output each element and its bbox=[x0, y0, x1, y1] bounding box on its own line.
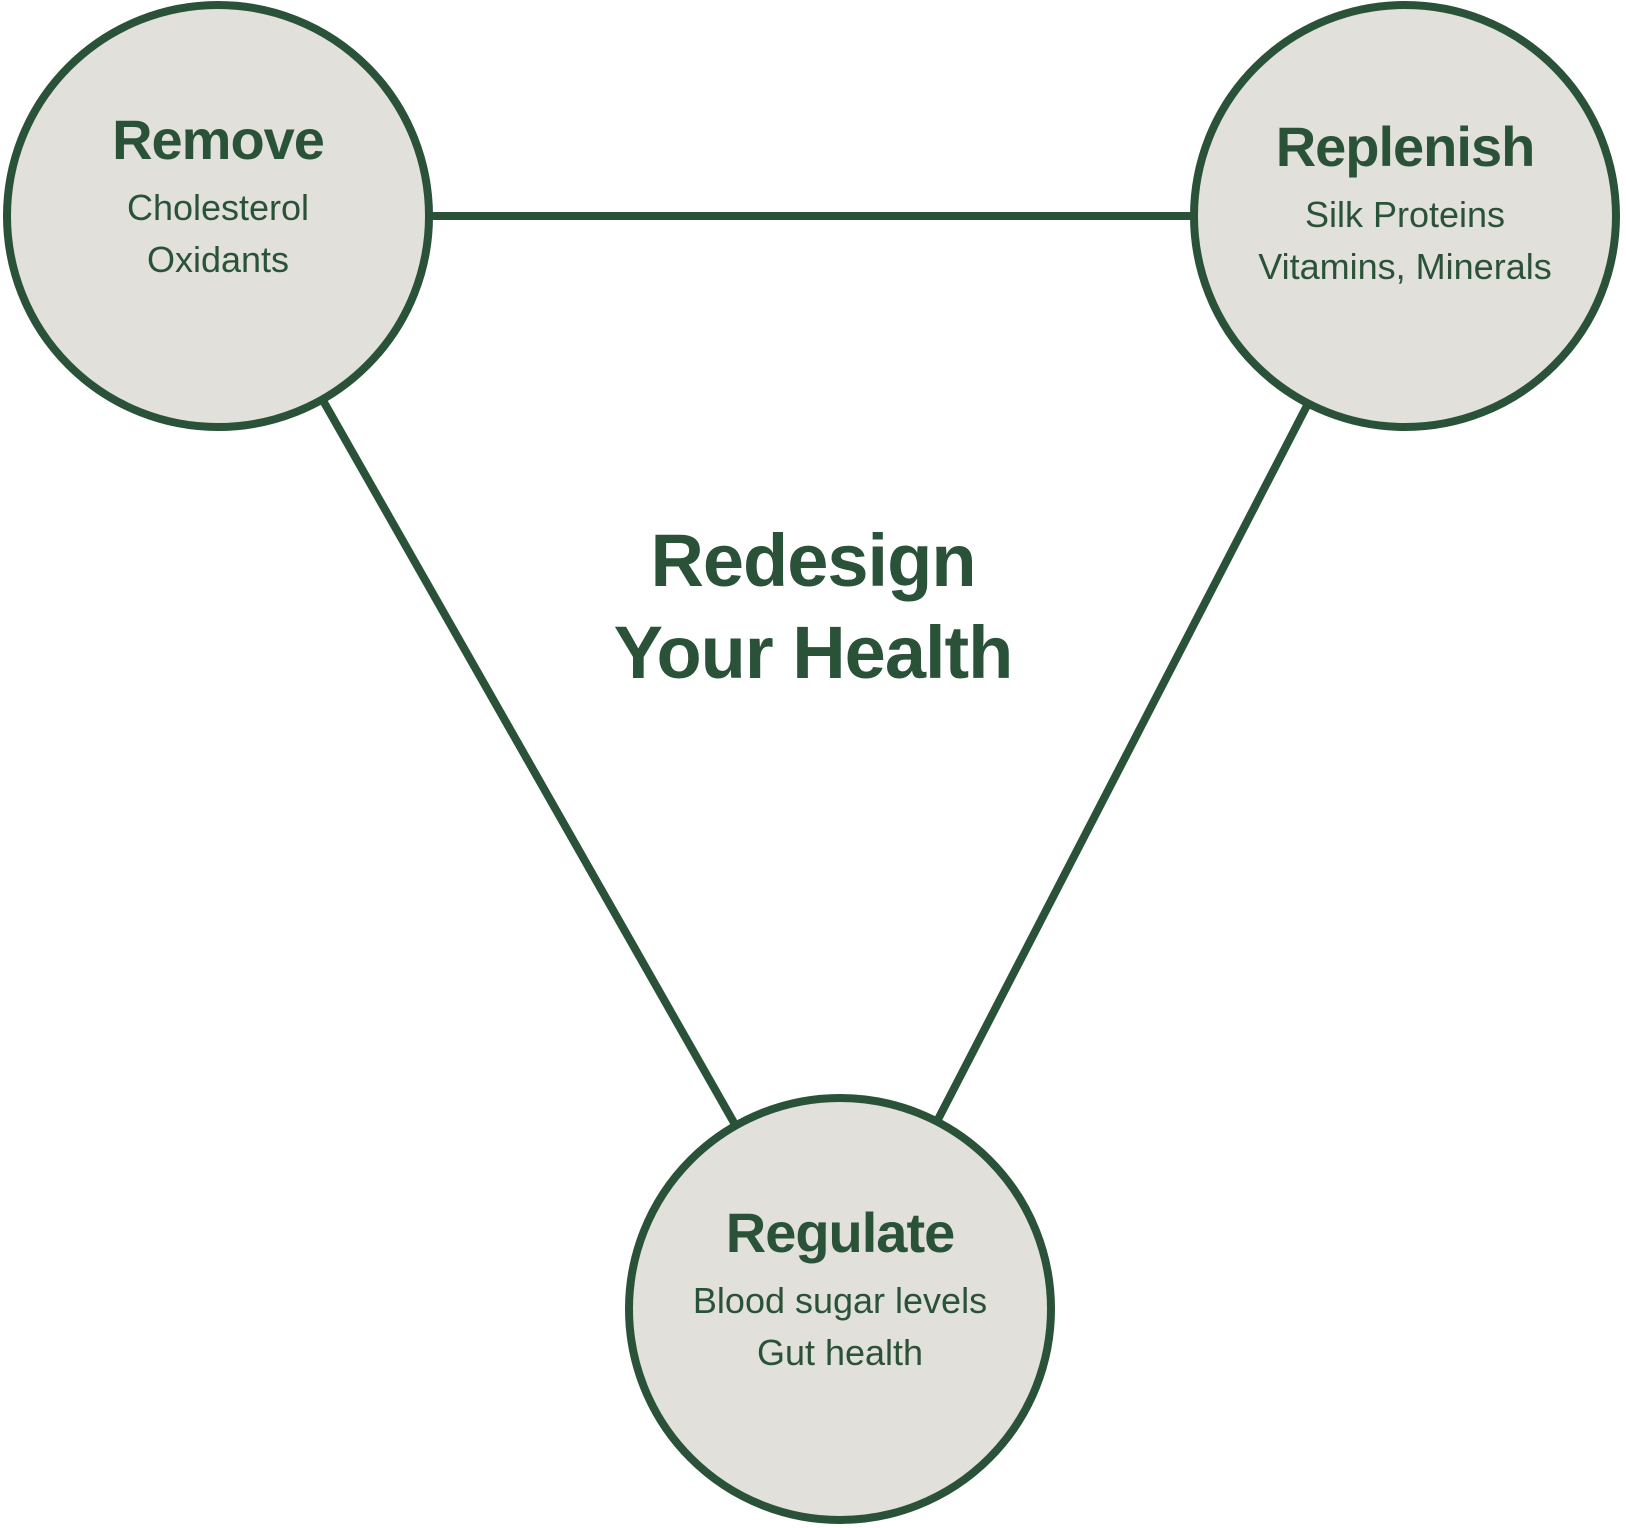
node-title: Regulate bbox=[725, 1200, 955, 1264]
node-item: Blood sugar levels bbox=[692, 1279, 988, 1321]
node-item: Vitamins, Minerals bbox=[1258, 245, 1552, 287]
node-regulate: Regulate Blood sugar levels Gut health bbox=[627, 1096, 1053, 1522]
node-replenish: Replenish Silk Proteins Vitamins, Minera… bbox=[1192, 10, 1618, 436]
node-item: Cholesterol bbox=[126, 186, 310, 228]
node-title: Remove bbox=[112, 107, 325, 171]
node-remove: Remove Cholesterol Oxidants bbox=[5, 3, 431, 429]
circle-remove bbox=[3, 1, 433, 431]
center-title-line1: Redesign bbox=[650, 519, 976, 602]
circle-replenish bbox=[1190, 1, 1620, 431]
center-title: Redesign Your Health bbox=[513, 515, 1113, 699]
node-item: Gut health bbox=[756, 1331, 924, 1373]
circle-regulate bbox=[625, 1094, 1055, 1524]
center-title-line2: Your Health bbox=[613, 611, 1014, 694]
node-item: Oxidants bbox=[146, 238, 290, 280]
node-title: Replenish bbox=[1275, 114, 1536, 178]
node-item: Silk Proteins bbox=[1304, 193, 1506, 235]
